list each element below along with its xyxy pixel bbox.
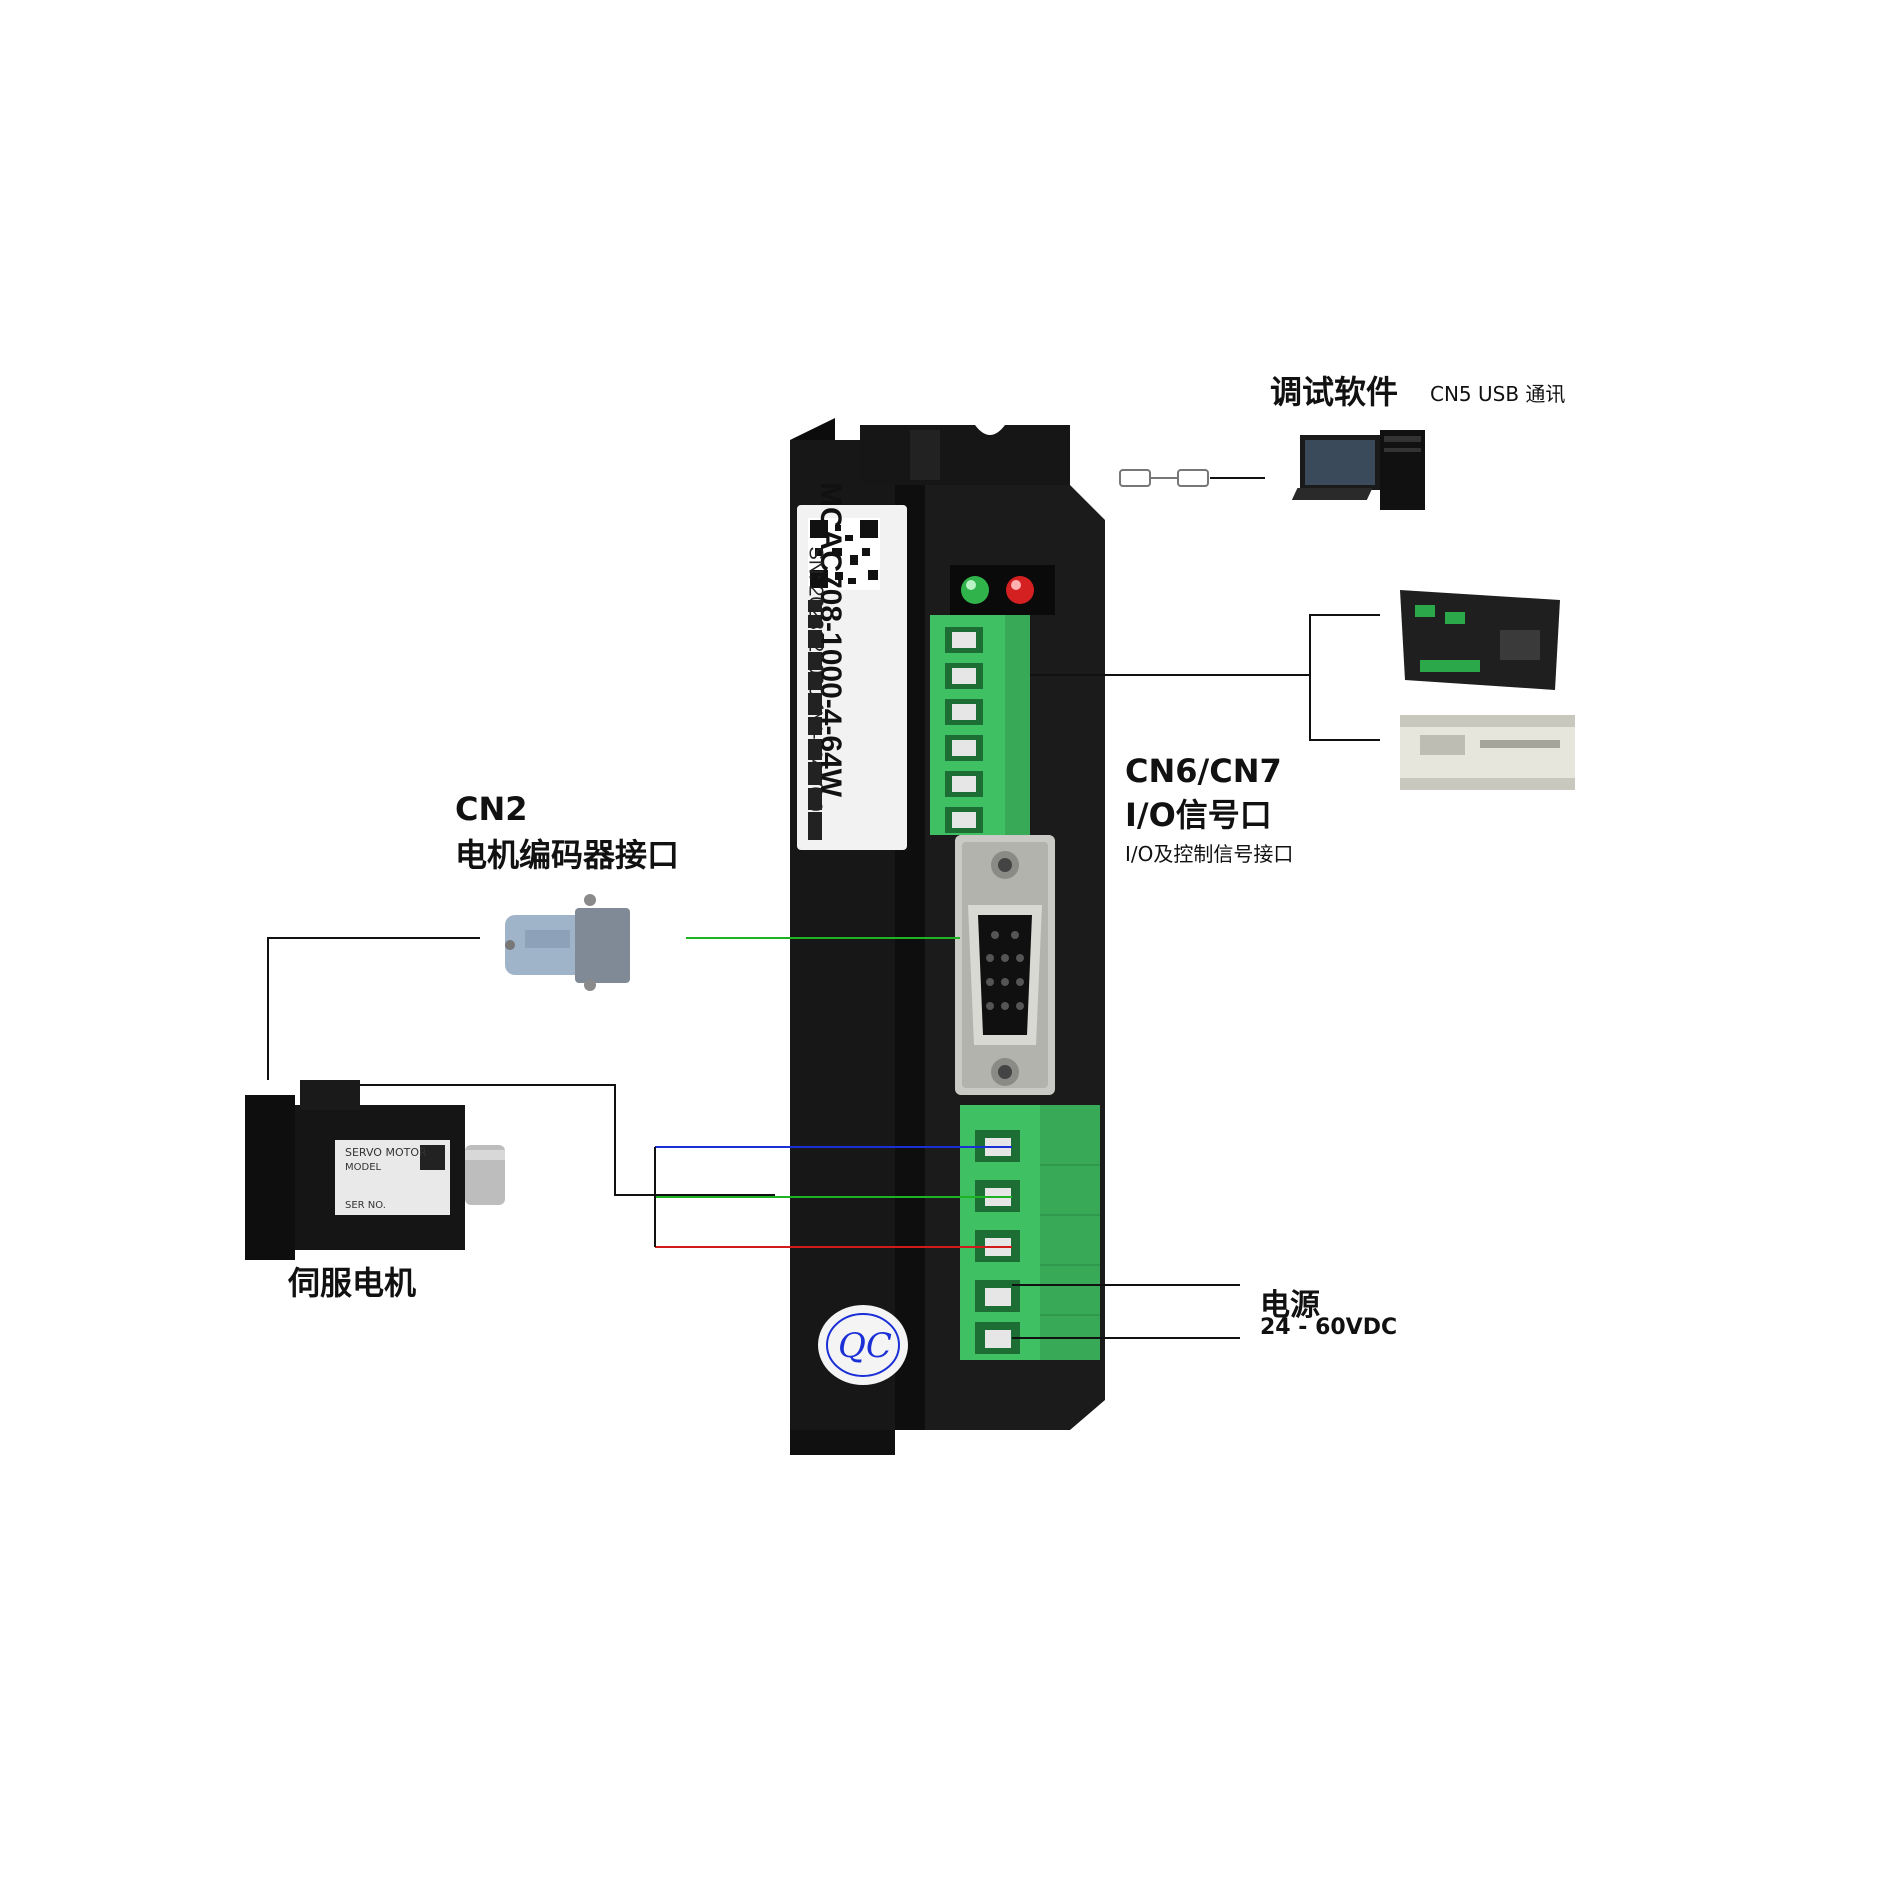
power-led-green — [961, 576, 989, 604]
servo-driver — [790, 418, 1105, 1455]
qc-stamp-text: QC — [838, 1326, 892, 1366]
motor-qr-icon — [420, 1145, 445, 1170]
motor-plate-line1: SERVO MOTOR — [345, 1146, 427, 1159]
encoder-title-line2: 电机编码器接口 — [455, 836, 680, 874]
power-terminal-block — [960, 1105, 1100, 1360]
plc-icon — [1400, 715, 1575, 790]
software-title: 调试软件 — [1270, 373, 1399, 411]
db-plug-icon — [505, 894, 630, 991]
wires — [267, 477, 1380, 1339]
encoder-db-connector — [955, 835, 1055, 1095]
io-subtitle: I/O及控制信号接口 — [1125, 842, 1294, 866]
qc-stamp — [818, 1305, 908, 1385]
barcode-icon — [808, 600, 822, 840]
alarm-led-red — [1006, 576, 1034, 604]
motor-label: 伺服电机 — [288, 1264, 417, 1302]
software-subtitle: CN5 USB 通讯 — [1430, 382, 1566, 406]
computer-icon — [1291, 430, 1425, 510]
usb-cable-icon — [1119, 469, 1209, 487]
io-title-line1: CN6/CN7 — [1125, 752, 1282, 790]
driver-label-sticker — [797, 505, 907, 850]
power-title: 电源 — [1260, 1288, 1320, 1323]
servo-motor-icon — [245, 1080, 505, 1260]
power-subtitle: 24 - 60VDC — [1260, 1315, 1398, 1340]
motion-controller-icon — [1400, 590, 1560, 690]
motor-plate-line2: MODEL — [345, 1162, 382, 1173]
encoder-title-line1: CN2 — [455, 790, 528, 828]
io-terminal-block — [930, 615, 1030, 835]
driver-version-text: N1-104 V6.0 — [805, 710, 826, 812]
motor-plate-line3: SER NO. — [345, 1200, 386, 1211]
io-title-line2: I/O信号口 — [1125, 796, 1272, 834]
